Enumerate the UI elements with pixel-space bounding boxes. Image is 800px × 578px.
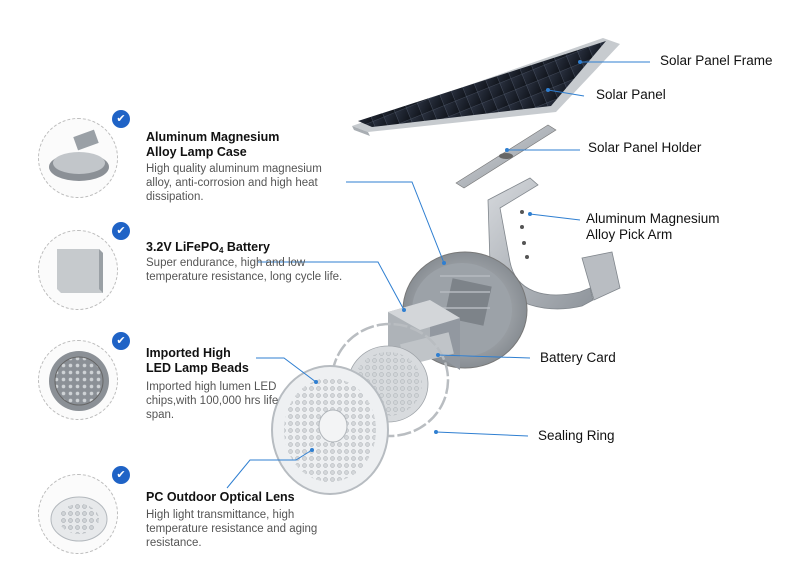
solar-panel-art [352,38,620,136]
feature-title-lamp-case: Aluminum Magnesium Alloy Lamp Case [146,130,280,159]
battery-art [388,300,460,370]
led-thumb-icon [49,351,109,411]
led-thumbnail [38,340,118,420]
label-solar-panel-frame: Solar Panel Frame [660,53,773,68]
check-badge-icon: ✔ [112,332,130,350]
solar-panel-holder-art [455,124,557,189]
battery-thumbnail [38,230,118,310]
label-battery-card: Battery Card [540,350,616,365]
optical-lens-art [271,365,389,495]
label-pick-arm: Aluminum Magnesium Alloy Pick Arm [586,211,720,242]
label-sealing-ring: Sealing Ring [538,428,615,443]
feature-desc-lamp-case: High quality aluminum magnesium alloy, a… [146,163,322,203]
battery-thumb-icon [57,249,103,293]
leader-lines [226,61,650,489]
lens-thumb-icon [50,496,108,542]
feature-title-lens: PC Outdoor Optical Lens [146,490,295,504]
feature-desc-led: Imported high lumen LED chips,with 100,0… [146,381,279,421]
label-solar-panel-holder: Solar Panel Holder [588,140,702,155]
feature-desc-battery: Super endurance, high and low temperatur… [146,257,343,283]
feature-title-battery: 3.2V LiFePO4 Battery [146,240,270,255]
lens-thumbnail [38,474,118,554]
check-badge-icon: ✔ [112,222,130,240]
lamp-case-art [402,251,528,369]
lamp-case-thumb-icon [49,129,109,181]
check-badge-icon: ✔ [112,466,130,484]
feature-title-led: Imported High LED Lamp Beads [146,346,249,375]
feature-desc-lens: High light transmittance, high temperatu… [146,509,318,549]
label-solar-panel: Solar Panel [596,87,666,102]
lamp-case-thumbnail [38,118,118,198]
check-badge-icon: ✔ [112,110,130,128]
